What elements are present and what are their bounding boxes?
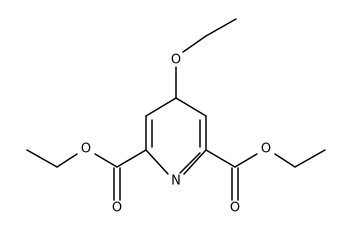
bond-ethyl-ch2-o <box>182 35 207 53</box>
pyridine-ring <box>145 97 207 175</box>
right-ethyl-ester <box>205 149 326 201</box>
ring-nitrogen-label: N <box>171 174 181 189</box>
ethoxy-group <box>175 18 237 99</box>
ether-oxygen-label: O <box>171 53 181 68</box>
bond-ch2-ch3-left <box>26 149 58 168</box>
right-ester-oxygen-label: O <box>261 142 271 157</box>
bond-ethyl-ch3-ch2 <box>205 18 237 37</box>
left-ester-oxygen-label: O <box>81 142 91 157</box>
bond-c6-n-inner <box>179 152 201 174</box>
bond-c4-c3 <box>145 97 177 117</box>
bond-c6-n <box>183 149 207 175</box>
left-carbonyl-oxygen-label: O <box>112 201 122 216</box>
bond-ch2-ch3-right <box>294 149 326 168</box>
left-ethyl-ester <box>26 149 147 201</box>
right-carbonyl-oxygen-label: O <box>230 201 240 216</box>
bond-c6-carbonyl-right <box>205 149 236 168</box>
bond-o-ch2-left <box>56 153 78 168</box>
bond-c4-c5 <box>175 97 207 117</box>
bond-c2-n <box>145 149 169 175</box>
bond-o-ch2-right <box>274 153 296 168</box>
bond-c2-carbonyl-left <box>116 149 147 168</box>
bond-carbonyl-o-single-left <box>94 153 118 168</box>
chemical-structure: O N O O O O <box>26 18 326 216</box>
bond-carbonyl-o-single-right <box>234 153 258 168</box>
